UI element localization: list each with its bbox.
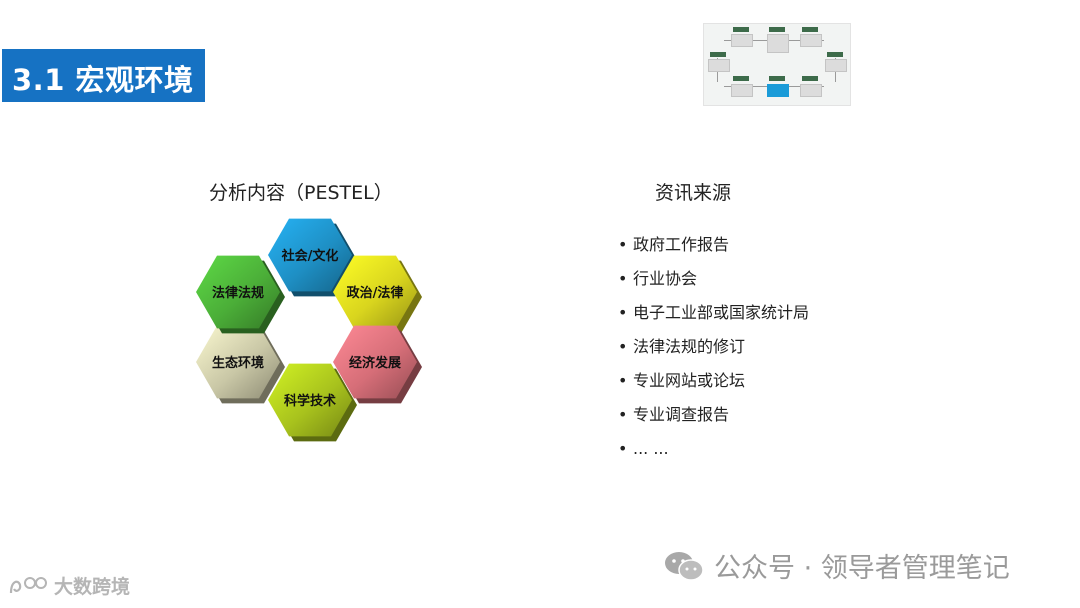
- slide-title: 3.1 宏观环境: [12, 63, 194, 97]
- list-item: 行业协会: [618, 267, 809, 301]
- list-item: 电子工业部或国家统计局: [618, 301, 809, 335]
- hex-politics-law-label: 政治/法律: [347, 285, 404, 301]
- watermark-text: 公众号 · 领导者管理笔记: [714, 553, 1010, 584]
- hex-politics-law: [333, 255, 417, 329]
- process-flow-thumbnail: [703, 23, 851, 106]
- hex-technology-shadow: [273, 368, 357, 442]
- list-item: ... ...: [618, 437, 809, 471]
- hex-legal-shadow: [201, 260, 285, 334]
- pestel-heading: 分析内容（PESTEL）: [209, 182, 393, 204]
- hex-ecology: [196, 325, 280, 399]
- sources-heading: 资讯来源: [655, 182, 732, 204]
- corner-logo: 大数跨境: [8, 572, 130, 599]
- list-item: 专业网站或论坛: [618, 369, 809, 403]
- list-item: 专业调查报告: [618, 403, 809, 437]
- title-banner: 3.1 宏观环境: [2, 49, 205, 102]
- hex-social-culture-label: 社会/文化: [281, 248, 339, 264]
- brand-logo-icon: [9, 576, 47, 593]
- corner-logo-text: 大数跨境: [54, 576, 131, 598]
- list-item: 法律法规的修订: [618, 335, 809, 369]
- hex-economy-label: 经济发展: [349, 355, 402, 371]
- hex-legal-label: 法律法规: [212, 285, 264, 301]
- list-item: 政府工作报告: [618, 233, 809, 267]
- hex-social-culture: [268, 218, 352, 292]
- hex-economy: [333, 325, 417, 399]
- hex-politics-law-shadow: [338, 260, 422, 334]
- hex-ecology-shadow: [201, 330, 285, 404]
- wechat-icon: [665, 551, 704, 581]
- hex-ecology-label: 生态环境: [212, 355, 264, 371]
- hex-economy-shadow: [338, 330, 422, 404]
- hex-social-culture-shadow: [273, 223, 357, 297]
- hex-technology: [268, 363, 352, 437]
- hex-technology-label: 科学技术: [284, 393, 336, 409]
- hex-legal: [196, 255, 280, 329]
- wechat-watermark: 公众号 · 领导者管理笔记: [664, 546, 1010, 585]
- sources-list: 政府工作报告 行业协会 电子工业部或国家统计局 法律法规的修订 专业网站或论坛 …: [618, 233, 809, 471]
